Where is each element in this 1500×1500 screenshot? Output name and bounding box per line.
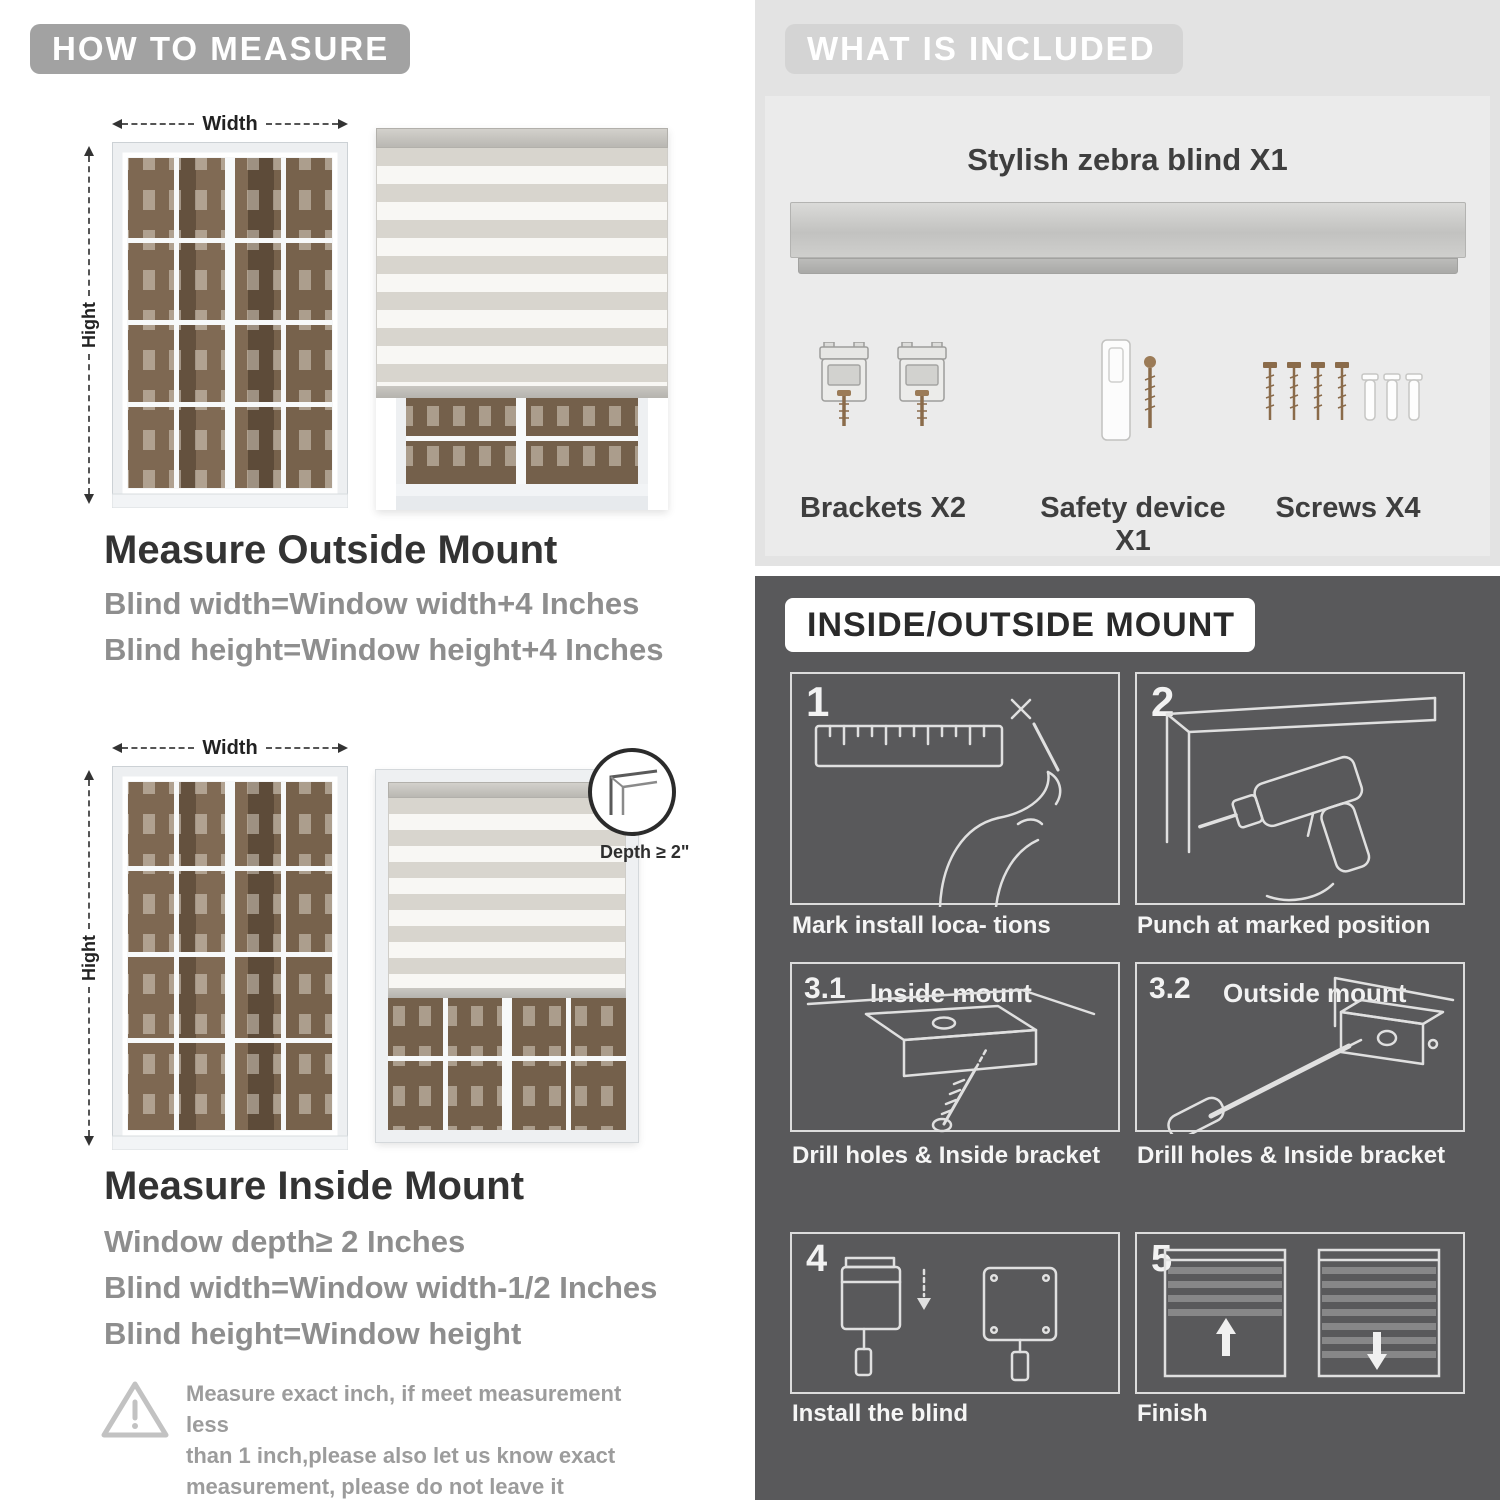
width-label: Width <box>202 112 258 135</box>
warning-line1: Measure exact inch, if meet measurement … <box>186 1381 622 1437</box>
step-number: 4 <box>806 1238 828 1280</box>
inside-mount-line2: Blind width=Window width-1/2 Inches <box>104 1270 658 1305</box>
zebra-blind-inside-illustration <box>375 769 639 1143</box>
headrail-lip <box>798 258 1458 274</box>
photo-window-illustration <box>112 142 348 508</box>
finish-illustration <box>1163 1248 1441 1378</box>
mount-header: INSIDE/OUTSIDE MOUNT <box>785 598 1255 652</box>
outside-mount-heading: Measure Outside Mount <box>104 528 558 572</box>
step-caption: Drill holes & Inside bracket <box>792 1142 1101 1169</box>
warning-line2: than 1 inch,please also let us know exac… <box>186 1443 616 1468</box>
step-title: Inside mount <box>870 978 1032 1008</box>
what-is-included-header-label: WHAT IS INCLUDED <box>807 30 1156 67</box>
height-arrow: Hight <box>76 770 102 1147</box>
step-caption: Finish <box>1137 1400 1208 1427</box>
width-label: Width <box>202 736 258 759</box>
inside-bracket-illustration <box>806 988 1096 1133</box>
step-caption: Mark install loca- tions <box>792 912 1051 939</box>
what-is-included-header: WHAT IS INCLUDED <box>785 24 1183 74</box>
brackets-label: Brackets X2 <box>799 492 967 524</box>
inside-mount-heading: Measure Inside Mount <box>104 1164 525 1208</box>
step-number: 3.2 <box>1149 972 1191 1005</box>
step-number: 3.1 <box>804 972 846 1005</box>
bracket-icon <box>819 342 869 426</box>
window-under-blind <box>388 998 626 1130</box>
drill-illustration <box>1165 696 1437 902</box>
measurement-warning: Measure exact inch, if meet measurement … <box>186 1378 666 1500</box>
screws-label: Screws X4 <box>1275 492 1421 524</box>
step-panel-2: 2 <box>1135 672 1465 905</box>
mark-location-illustration <box>814 698 1062 907</box>
blind-bottomrail <box>376 386 668 398</box>
blind-bottomrail <box>388 988 626 998</box>
safety-device-label: Safety device X1 <box>1040 492 1226 557</box>
brackets-icon <box>812 342 954 434</box>
arrow-up-icon <box>84 770 94 780</box>
step-panel-3-2: 3.2 Outside mount <box>1135 962 1465 1134</box>
window-corner-icon <box>609 769 658 815</box>
blind-stripes <box>388 798 626 988</box>
photo-window-illustration <box>112 766 348 1150</box>
warning-triangle-icon <box>101 1381 169 1438</box>
arrow-left-icon <box>112 743 122 753</box>
how-to-measure-header: HOW TO MEASURE <box>30 24 410 74</box>
arrow-up-icon <box>84 146 94 156</box>
headrail-illustration <box>790 202 1466 258</box>
inside-mount-line1: Window depth≥ 2 Inches <box>104 1224 466 1259</box>
blind-headrail <box>376 128 668 148</box>
step-caption: Punch at marked position <box>1137 912 1431 939</box>
inside-mount-line3: Blind height=Window height <box>104 1316 522 1351</box>
bracket-icon <box>897 342 947 426</box>
step-number: 5 <box>1151 1238 1173 1280</box>
depth-callout <box>588 748 676 836</box>
step-panel-1: 1 <box>790 672 1120 907</box>
mount-header-label: INSIDE/OUTSIDE MOUNT <box>807 605 1236 644</box>
install-blind-illustration <box>840 1256 1058 1382</box>
screws-icon <box>1263 362 1423 421</box>
outside-mount-line1: Blind width=Window width+4 Inches <box>104 586 640 621</box>
included-panel <box>765 96 1490 556</box>
height-label: Hight <box>78 302 99 348</box>
arrow-down-icon <box>84 494 94 505</box>
how-to-measure-header-label: HOW TO MEASURE <box>52 30 390 67</box>
step-panel-4: 4 <box>790 1232 1120 1394</box>
height-arrow: Hight <box>76 146 102 505</box>
window-under-blind <box>396 398 648 510</box>
included-title: Stylish zebra blind X1 <box>967 142 1288 177</box>
arrow-left-icon <box>112 119 122 129</box>
outside-bracket-illustration <box>1167 976 1455 1134</box>
safety-device-icon <box>1101 339 1156 441</box>
arrow-right-icon <box>338 743 349 753</box>
depth-label: Depth ≥ 2" <box>600 842 690 862</box>
blind-stripes <box>376 148 668 386</box>
arrow-down-icon <box>84 1136 94 1147</box>
step-caption: Install the blind <box>792 1400 969 1427</box>
width-arrow: Width <box>112 736 349 760</box>
zebra-blind-outside-illustration <box>376 128 668 510</box>
step-number: 1 <box>806 678 830 725</box>
arrow-right-icon <box>338 119 349 129</box>
step-panel-5: 5 <box>1135 1232 1465 1394</box>
height-label: Hight <box>78 935 99 981</box>
step-caption: Drill holes & Inside bracket <box>1137 1142 1446 1169</box>
outside-mount-line2: Blind height=Window height+4 Inches <box>104 632 664 667</box>
width-arrow: Width <box>112 112 349 136</box>
warning-line3: measurement, please do not leave it <box>186 1474 564 1499</box>
step-panel-3-1: 3.1 Inside mount <box>790 962 1120 1133</box>
